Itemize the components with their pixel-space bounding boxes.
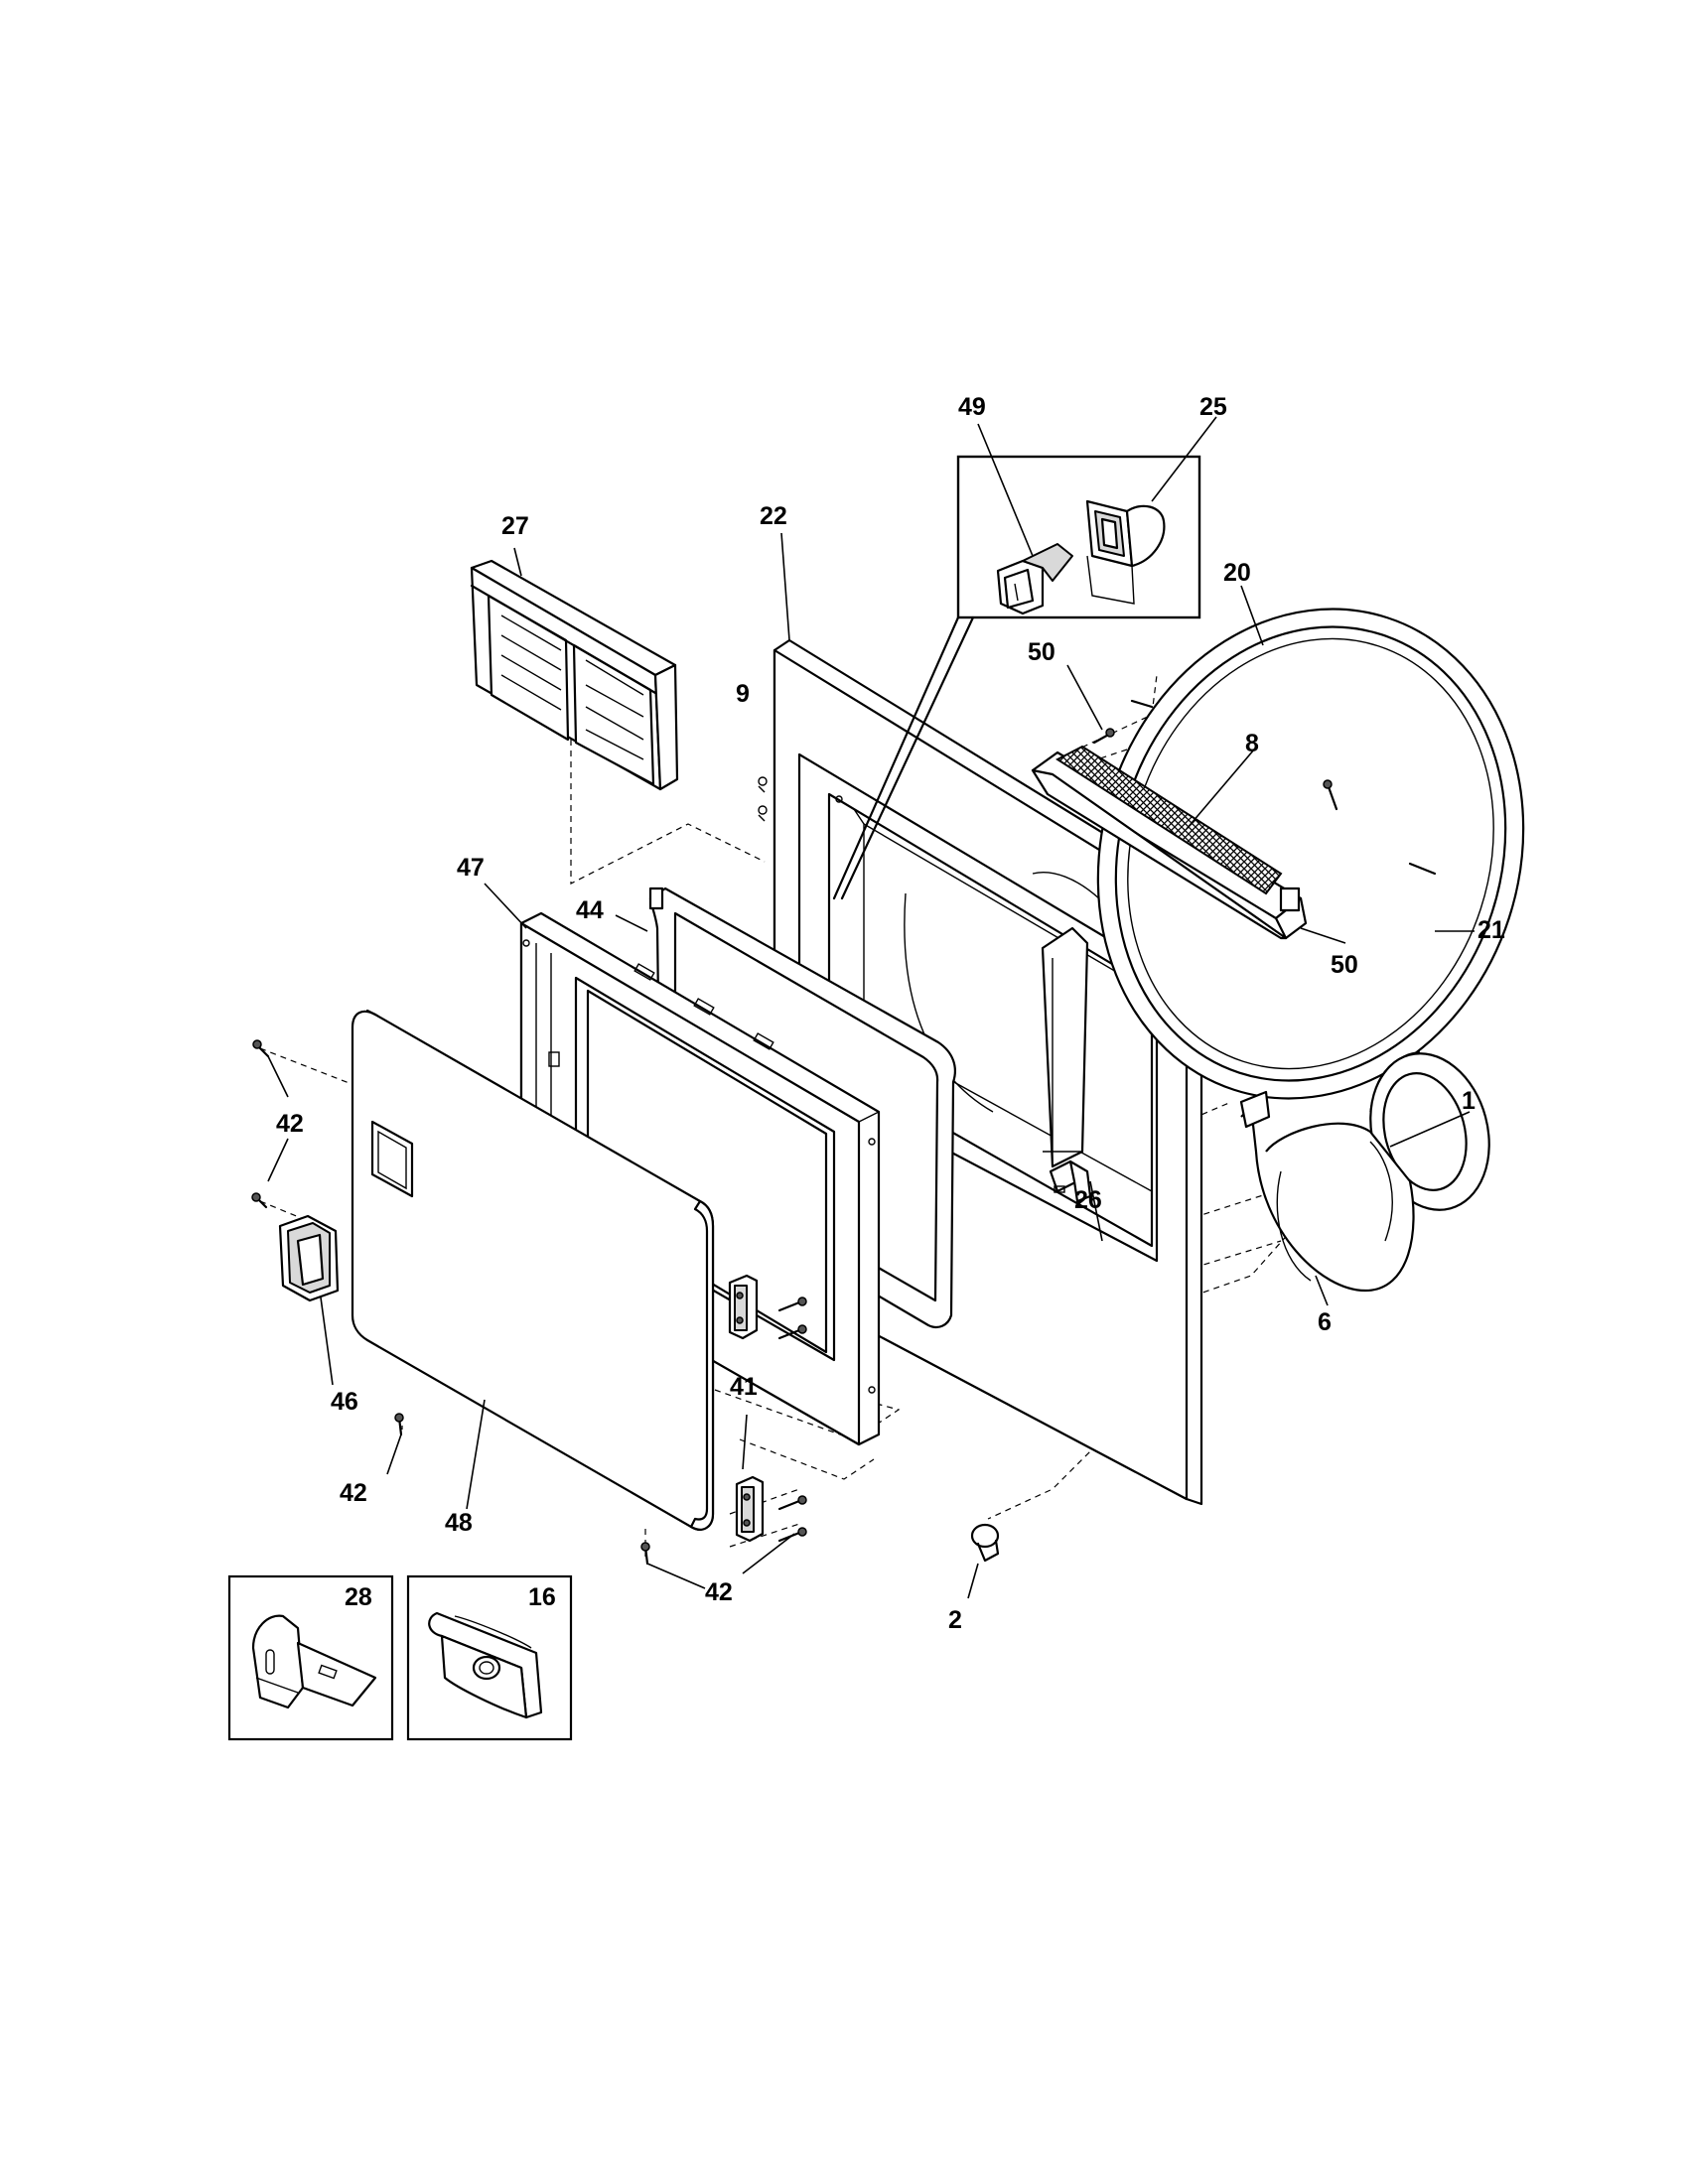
label-part-1: 1 xyxy=(1462,1087,1476,1115)
screws-50 xyxy=(1092,728,1338,811)
label-part-21: 21 xyxy=(1477,916,1505,944)
lint-filter xyxy=(470,559,679,791)
part-labels: 49 25 27 22 20 9 50 8 47 44 21 50 1 42 2… xyxy=(276,393,1505,1634)
label-part-41: 41 xyxy=(730,1373,758,1401)
door-handle xyxy=(278,1214,340,1302)
label-part-47: 47 xyxy=(457,854,485,882)
bumper-foot xyxy=(970,1523,1000,1563)
label-part-8: 8 xyxy=(1245,730,1259,757)
label-part-20: 20 xyxy=(1223,559,1251,587)
label-part-16: 16 xyxy=(528,1583,556,1611)
label-part-22: 22 xyxy=(760,502,787,530)
label-part-25: 25 xyxy=(1199,393,1227,421)
inset-part-28 xyxy=(227,1574,394,1741)
duct xyxy=(1239,1090,1415,1293)
label-part-26: 26 xyxy=(1074,1186,1102,1214)
drum-ring xyxy=(1096,608,1525,1100)
label-part-49: 49 xyxy=(958,393,986,421)
label-part-42c: 42 xyxy=(705,1578,733,1606)
door-switch xyxy=(1049,1160,1092,1203)
lint-screen-housing xyxy=(1031,745,1308,940)
label-part-42a: 42 xyxy=(276,1110,304,1138)
label-part-9: 9 xyxy=(736,680,750,708)
inset-latch-strike xyxy=(956,455,1201,619)
inset-part-16 xyxy=(406,1574,573,1741)
label-part-2: 2 xyxy=(948,1606,962,1634)
hinges xyxy=(728,1274,807,1543)
leader-lines xyxy=(267,416,1475,1599)
label-part-27: 27 xyxy=(501,512,529,540)
label-part-42b: 42 xyxy=(340,1479,367,1507)
inner-door-frame xyxy=(519,911,881,1446)
screws-9 xyxy=(758,776,768,822)
label-part-28: 28 xyxy=(345,1583,372,1611)
label-part-50a: 50 xyxy=(1028,638,1055,666)
label-part-50b: 50 xyxy=(1331,951,1358,979)
label-part-6: 6 xyxy=(1318,1308,1332,1336)
outer-door xyxy=(351,1009,715,1531)
screws-42 xyxy=(251,1039,650,1566)
label-part-44: 44 xyxy=(576,896,604,924)
label-part-48: 48 xyxy=(445,1509,473,1537)
label-part-46: 46 xyxy=(331,1388,358,1416)
